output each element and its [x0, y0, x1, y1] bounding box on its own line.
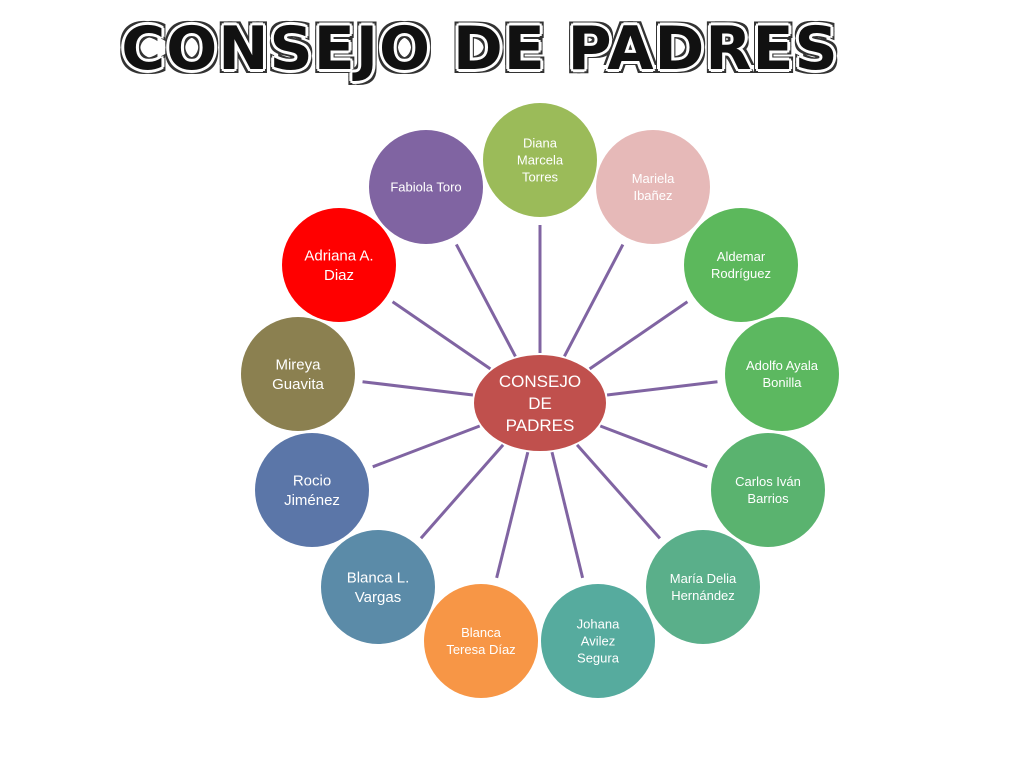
member-circle-mariela-ibanez [596, 130, 710, 244]
center-label-line-3: PADRES [506, 416, 575, 435]
rocio-jimenez-label-line-1: Rocio [293, 473, 331, 490]
member-circle-fabiola-toro [369, 130, 483, 244]
mireya-guavita-label-line-2: Guavita [272, 376, 324, 393]
connector-rocio-jimenez [372, 424, 481, 469]
diana-marcela-torres-label-line-2: Marcela [517, 153, 564, 168]
aldemar-rodriguez-label-line-1: Aldemar [717, 249, 766, 264]
member-circle-blanca-l-vargas [321, 530, 435, 644]
member-circle-adolfo-ayala-bonilla [725, 317, 839, 431]
adolfo-ayala-bonilla-label-line-2: Bonilla [762, 375, 802, 390]
member-circle-johana-avilez-segura [541, 584, 655, 698]
member-node-fabiola-toro: Fabiola Toro [369, 130, 483, 244]
page-title: CONSEJO DE PADRES [121, 14, 839, 84]
diana-marcela-torres-label-line-3: Torres [522, 169, 559, 184]
maria-delia-hernandez-label-line-1: María Delia [670, 571, 737, 586]
connector-blanca-l-vargas [419, 443, 505, 540]
connector-adolfo-ayala-bonilla [606, 380, 718, 397]
member-circle-mireya-guavita [241, 317, 355, 431]
fabiola-toro-label-line-1: Fabiola Toro [390, 180, 461, 195]
adriana-a-diaz-label-line-2: Diaz [324, 267, 354, 284]
member-circle-adriana-a-diaz [282, 208, 396, 322]
connector-mariela-ibanez [563, 243, 625, 358]
blanca-teresa-diaz-label-line-1: Blanca [461, 625, 502, 640]
member-circle-rocio-jimenez [255, 433, 369, 547]
adolfo-ayala-bonilla-label-line-1: Adolfo Ayala [746, 358, 819, 373]
member-circle-aldemar-rodriguez [684, 208, 798, 322]
johana-avilez-segura-label-line-2: Avilez [581, 634, 615, 649]
member-node-blanca-l-vargas: Blanca L. Vargas [321, 530, 435, 644]
connectors [362, 225, 718, 579]
rocio-jimenez-label-line-2: Jiménez [284, 492, 340, 509]
blanca-l-vargas-label-line-2: Vargas [355, 589, 401, 606]
center-label-line-1: CONSEJO [499, 372, 581, 391]
carlos-ivan-barrios-label-line-1: Carlos Iván [735, 474, 801, 489]
member-circle-maria-delia-hernandez [646, 530, 760, 644]
member-circle-carlos-ivan-barrios [711, 433, 825, 547]
johana-avilez-segura-label-line-3: Segura [577, 650, 620, 665]
connector-johana-avilez-segura [550, 451, 585, 579]
adriana-a-diaz-label-line-1: Adriana A. [304, 248, 373, 265]
mariela-ibanez-label-line-1: Mariela [632, 171, 675, 186]
center-label-line-2: DE [528, 394, 552, 413]
center-ellipse [474, 355, 606, 451]
mariela-ibanez-label-line-2: Ibañez [633, 188, 672, 203]
blanca-l-vargas-label-line-1: Blanca L. [347, 570, 410, 587]
carlos-ivan-barrios-label-line-2: Barrios [747, 491, 789, 506]
connector-fabiola-toro [455, 243, 517, 358]
blanca-teresa-diaz-label-line-2: Teresa Díaz [446, 642, 515, 657]
connector-blanca-teresa-diaz [495, 451, 530, 579]
member-node-adriana-a-diaz: Adriana A. Diaz [282, 208, 396, 322]
aldemar-rodriguez-label-line-2: Rodríguez [711, 266, 771, 281]
connector-maria-delia-hernandez [575, 443, 662, 540]
connector-carlos-ivan-barrios [599, 424, 708, 469]
mireya-guavita-label-line-1: Mireya [275, 357, 321, 374]
connector-adriana-a-diaz [391, 300, 492, 371]
member-circle-blanca-teresa-diaz [424, 584, 538, 698]
center-node: CONSEJO DE PADRES [474, 355, 606, 451]
connector-mireya-guavita [362, 380, 474, 397]
johana-avilez-segura-label-line-1: Johana [577, 617, 620, 632]
connector-aldemar-rodriguez [588, 300, 689, 371]
maria-delia-hernandez-label-line-2: Hernández [671, 588, 735, 603]
diana-marcela-torres-label-line-1: Diana [523, 136, 558, 151]
member-circle-diana-marcela-torres [483, 103, 597, 217]
